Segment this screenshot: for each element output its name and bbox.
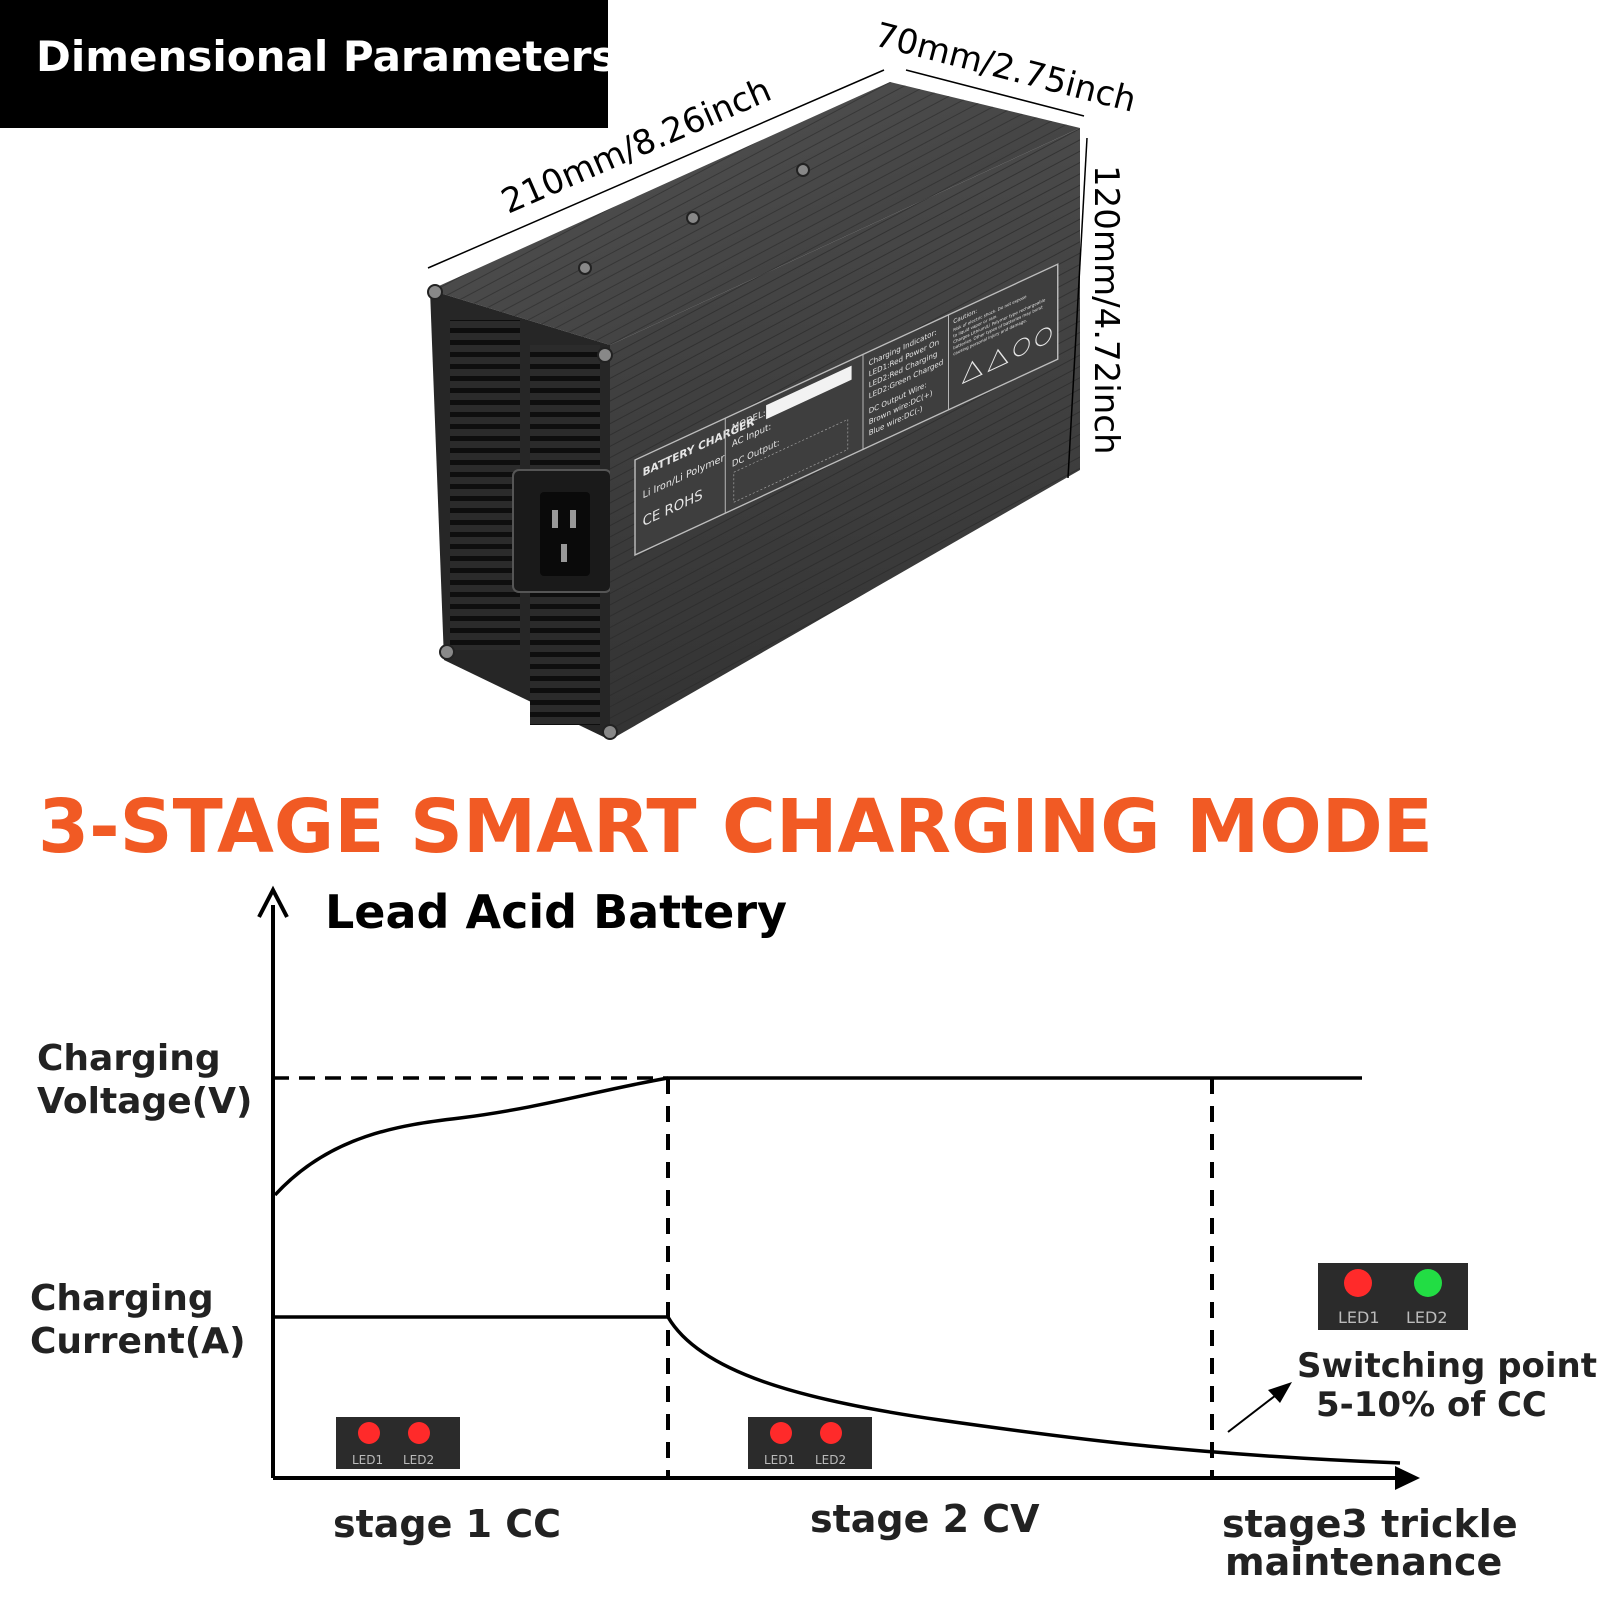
led2-green-icon [1414, 1269, 1442, 1297]
screw-icon [427, 284, 443, 300]
current-label-line1: Charging [30, 1278, 214, 1319]
led1-red-icon [358, 1422, 380, 1444]
charger-label-plate: BATTERY CHARGER Li Iron/Li Polymer CE RO… [634, 263, 1059, 557]
screw-icon [597, 347, 613, 363]
led1-label: LED1 [352, 1453, 383, 1467]
switching-point-line2: 5-10% of CC [1316, 1385, 1547, 1425]
x-axis-arrow-icon [1395, 1466, 1420, 1490]
certification-seal-icon [1035, 327, 1052, 347]
voltage-label-line1: Charging [37, 1038, 221, 1079]
led2-red-icon [820, 1422, 842, 1444]
certification-seal-icon [1013, 337, 1030, 357]
warning-triangle-icon [987, 348, 1009, 373]
led2-label: LED2 [815, 1453, 846, 1467]
dimension-lines [427, 69, 1088, 479]
screw-icon [578, 261, 592, 275]
led2-label: LED2 [403, 1453, 434, 1467]
header-title: Dimensional Parameters [36, 32, 617, 81]
screw-icon [602, 724, 618, 740]
y-axis-arrow-icon [257, 885, 289, 918]
dimension-height: 120mm/4.72inch [1086, 165, 1126, 455]
led1-label: LED1 [1338, 1308, 1380, 1327]
led2-red-icon [408, 1422, 430, 1444]
stage3-label-line2: maintenance [1225, 1540, 1502, 1584]
led1-red-icon [1344, 1269, 1372, 1297]
led1-label: LED1 [764, 1453, 795, 1467]
switching-point-arrow-icon [1268, 1382, 1292, 1403]
led1-red-icon [770, 1422, 792, 1444]
charger-illustration: BATTERY CHARGER Li Iron/Li Polymer CE RO… [427, 82, 1080, 740]
diagram-subtitle: Lead Acid Battery [325, 885, 787, 939]
diagram-title: 3-STAGE SMART CHARGING MODE [38, 784, 1433, 870]
stage1-label: stage 1 CC [333, 1502, 561, 1546]
voltage-label-line2: Voltage(V) [37, 1081, 252, 1122]
led2-label: LED2 [1406, 1308, 1448, 1327]
switching-point-line1: Switching point [1297, 1346, 1597, 1386]
warning-triangle-icon [961, 360, 983, 385]
led-panel-stage2: LED1 LED2 [748, 1417, 872, 1469]
charger-vents-left [450, 320, 520, 650]
switching-point-arrow [1227, 1391, 1281, 1433]
screw-icon [686, 211, 700, 225]
current-label-line2: Current(A) [30, 1321, 246, 1362]
screw-icon [439, 644, 455, 660]
stage2-label: stage 2 CV [810, 1497, 1040, 1541]
screw-icon [796, 163, 810, 177]
voltage-curve-stage1 [273, 1076, 669, 1197]
led-panel-stage1: LED1 LED2 [336, 1417, 460, 1469]
header-banner [0, 0, 608, 128]
stage3-label-line1: stage3 trickle [1222, 1502, 1518, 1546]
power-socket-inlet [540, 492, 590, 576]
current-decay-curve [666, 1316, 1401, 1465]
led-panel-stage3: LED1 LED2 [1318, 1263, 1468, 1330]
